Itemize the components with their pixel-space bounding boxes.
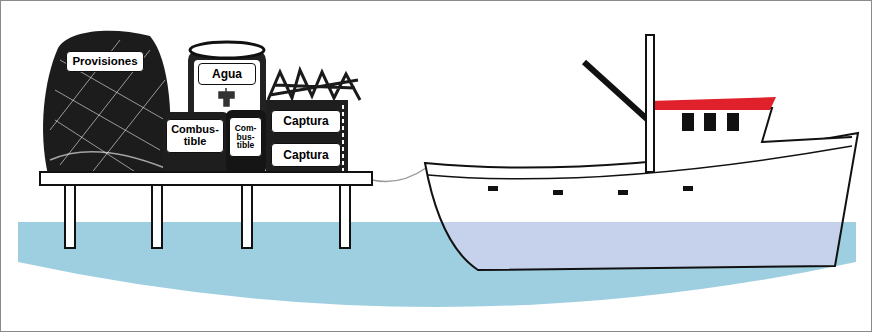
crate-edge bbox=[342, 105, 344, 172]
window bbox=[682, 113, 694, 131]
piling bbox=[340, 184, 350, 248]
piling bbox=[242, 184, 252, 248]
supply-label: Com- bus- tible bbox=[229, 117, 262, 157]
provision-sack bbox=[43, 31, 171, 175]
barrel-lid bbox=[190, 42, 264, 58]
boom bbox=[584, 62, 648, 120]
catch-crates bbox=[266, 100, 348, 175]
fuel-can bbox=[226, 110, 266, 174]
supply-name: Combus- tible bbox=[167, 124, 223, 147]
porthole bbox=[618, 190, 628, 195]
sack-net bbox=[50, 40, 165, 175]
gunwale bbox=[428, 146, 852, 179]
supply-label: Captura bbox=[271, 143, 341, 167]
wheelhouse bbox=[650, 108, 852, 170]
supply-name: Captura bbox=[283, 149, 328, 162]
faucet-symbol bbox=[219, 88, 234, 106]
mooring-rope bbox=[372, 168, 426, 182]
supply-name: Captura bbox=[283, 115, 328, 128]
piling bbox=[65, 184, 75, 248]
wheelhouse-roof bbox=[650, 97, 776, 110]
fishing-boat bbox=[420, 35, 870, 282]
fuel-drum bbox=[163, 112, 229, 174]
supply-name: Provisiones bbox=[72, 55, 137, 67]
barrel-face bbox=[194, 60, 260, 118]
supply-name: Agua bbox=[212, 68, 242, 81]
net-pile bbox=[268, 70, 360, 100]
porthole bbox=[553, 190, 563, 195]
piling bbox=[152, 184, 162, 248]
hull-outline bbox=[425, 133, 858, 270]
supply-label: Combus- tible bbox=[166, 119, 224, 153]
supply-pile bbox=[43, 31, 360, 175]
dock-platform bbox=[40, 172, 372, 185]
sack-rope bbox=[50, 152, 165, 168]
dock-pilings bbox=[65, 184, 350, 248]
supply-label: Agua bbox=[198, 63, 256, 85]
window bbox=[727, 113, 739, 131]
mast bbox=[646, 35, 654, 172]
porthole bbox=[683, 186, 693, 191]
porthole bbox=[488, 186, 498, 191]
supply-label: Captura bbox=[271, 110, 341, 133]
supply-name: Com- bus- tible bbox=[230, 124, 261, 151]
window bbox=[704, 113, 716, 131]
supply-label: Provisiones bbox=[66, 51, 144, 72]
hull-underwater bbox=[420, 222, 870, 282]
